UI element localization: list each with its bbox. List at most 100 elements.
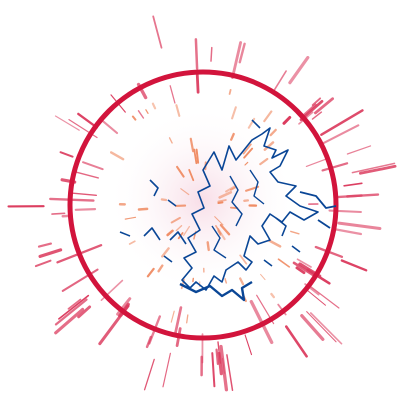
inner-spark [269,128,277,137]
outer-ray [82,161,104,171]
outer-ray [321,162,349,172]
outer-ray [217,351,223,376]
inner-spark [219,223,231,236]
outer-ray [337,221,382,230]
outer-ray [343,182,363,187]
inner-spark [109,151,125,161]
outer-ray [311,97,322,107]
crack-inner-3 [249,169,265,205]
inner-spark [193,233,196,240]
inner-spark [151,102,157,110]
inner-spark [260,273,266,281]
outer-ray [358,164,397,175]
inner-spark [218,191,233,199]
outer-ray [67,298,82,310]
outer-ray [102,120,119,135]
inner-spark [228,89,232,95]
outer-ray [296,258,312,268]
inner-spark [166,229,174,237]
outer-ray [162,352,171,388]
inner-spark [170,216,181,224]
inner-spark [243,147,254,159]
crack-inner-1 [229,175,243,227]
outer-ray [77,305,92,319]
outer-ray [152,15,163,49]
outer-ray [351,162,396,174]
inner-spark [157,264,164,273]
outer-ray [226,354,234,391]
outer-ray [319,124,360,146]
outer-ray [54,115,80,131]
inner-spark [170,310,175,323]
inner-spark [124,216,137,220]
outer-ray [340,259,368,272]
outer-ray [305,158,328,167]
inner-spark [131,115,137,121]
outer-ray [174,306,183,335]
inner-spark [277,258,291,268]
inner-spark [230,132,235,141]
outer-ray [34,259,52,268]
inner-spark [239,254,248,265]
outer-ray [195,72,200,94]
inner-spark [145,109,149,114]
crack-lower-edge [179,280,253,302]
outer-ray [311,111,323,120]
inner-spark [180,188,190,196]
outer-ray [295,266,306,275]
outer-ray [301,103,317,118]
outer-ray [320,109,364,136]
inner-spark [160,198,168,202]
outer-ray [219,344,229,392]
inner-spark [128,240,136,245]
outer-ray [58,294,90,320]
outer-ray [300,314,325,341]
outer-ray [282,116,292,125]
inner-spark [217,230,222,236]
inner-spark [195,148,200,164]
outer-ray [38,248,63,258]
burst-ring [67,69,339,341]
outer-ray [271,70,287,94]
inner-spark [217,199,227,203]
inner-spark [224,278,228,284]
outer-ray [145,335,153,349]
outer-ray [231,41,243,79]
outer-ray [346,145,372,155]
outer-ray [238,42,246,64]
inner-spark [268,239,282,248]
inner-spark [161,247,170,258]
outer-ray [74,208,97,211]
outer-ray [61,268,99,292]
outer-ray [143,358,155,391]
outer-ray [211,352,216,388]
outer-ray [51,212,66,215]
outer-ray [194,38,199,70]
inner-spark [231,106,237,120]
inner-spark [146,267,155,278]
outer-ray [307,284,340,309]
outer-ray [71,170,100,179]
outer-ray [306,289,326,306]
inner-spark [186,314,189,324]
inner-spark [239,277,245,286]
outer-ray [210,46,213,62]
outer-ray [59,151,74,158]
outer-ray [137,110,145,119]
outer-ray [288,55,310,85]
inner-spark [263,141,275,151]
inner-spark [175,224,183,232]
inner-spark [242,143,252,155]
inner-spark [259,157,269,166]
inner-spark [290,230,300,235]
outer-ray [244,334,253,356]
outer-rays [7,15,397,392]
outer-ray [309,312,343,345]
inner-spark [175,104,181,117]
outer-ray [37,242,53,248]
inner-spark [193,148,198,165]
crack-left-fragments [119,179,187,263]
outer-ray [306,268,331,285]
